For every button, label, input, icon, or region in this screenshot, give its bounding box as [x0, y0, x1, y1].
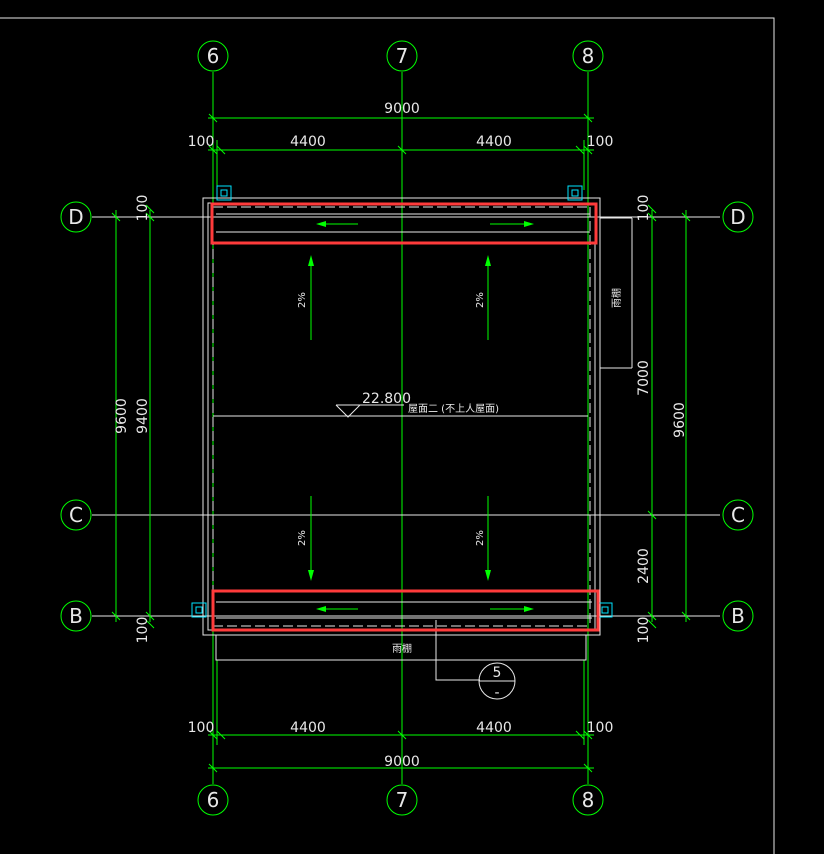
column-marker-top-left[interactable]: [216, 185, 232, 201]
axis-label: 6: [207, 44, 220, 68]
dim-right-lower: 2400: [636, 548, 652, 584]
axis-bubble-left-C[interactable]: C: [60, 499, 92, 531]
gutter-bottom[interactable]: [216, 601, 592, 619]
highlight-box-bottom[interactable]: [211, 589, 600, 632]
dim-top-seg-4: 100: [587, 134, 614, 150]
axis-label: 6: [207, 788, 220, 812]
axis-bubble-right-C[interactable]: C: [722, 499, 754, 531]
canopy-bottom-outline: [215, 634, 587, 661]
dim-bottom-seg-2: 4400: [290, 720, 326, 736]
arrow-down-icon: [308, 570, 314, 581]
dim-top-total: 9000: [384, 101, 420, 117]
grid-lines: [92, 72, 720, 784]
axis-bubble-top-7[interactable]: 7: [386, 40, 418, 72]
axis-bubble-right-D[interactable]: D: [722, 201, 754, 233]
dim-top-seg-3: 4400: [476, 134, 512, 150]
arrow-up-icon: [308, 255, 314, 266]
dimension-top: 9000 100 4400 4400 100: [188, 101, 614, 190]
slope-label: 2%: [297, 292, 308, 308]
arrow-right-icon: [524, 606, 534, 612]
arrow-left-icon: [316, 606, 326, 612]
canopy-label-right: 雨棚: [610, 288, 623, 308]
axis-label: C: [69, 503, 83, 527]
axis-label: 8: [582, 788, 595, 812]
axis-label: 8: [582, 44, 595, 68]
axis-label: C: [731, 503, 745, 527]
axis-label: 7: [396, 44, 409, 68]
detail-sheet: -: [494, 685, 499, 701]
dim-top-seg-2: 4400: [290, 134, 326, 150]
axis-bubble-bottom-6[interactable]: 6: [197, 784, 229, 816]
dim-left-outer: 9600: [114, 398, 130, 434]
dim-right-upper: 7000: [636, 360, 652, 396]
dim-left-inner: 9400: [135, 398, 151, 434]
dim-left-bottom: 100: [135, 617, 151, 644]
highlight-box-top[interactable]: [210, 202, 598, 245]
dim-right-total: 9600: [672, 402, 688, 438]
column-marker-top-right[interactable]: [567, 185, 583, 201]
arrow-right-icon: [524, 221, 534, 227]
viewport-frame: [0, 17, 775, 854]
axis-label: 7: [396, 788, 409, 812]
axis-bubble-right-B[interactable]: B: [722, 600, 754, 632]
slope-label: 2%: [297, 530, 308, 546]
elevation-mark[interactable]: 22.800 屋面二 (不上人屋面): [335, 391, 499, 418]
dim-bottom-total: 9000: [384, 754, 420, 770]
slope-label: 2%: [475, 292, 486, 308]
dim-bottom-seg-4: 100: [587, 720, 614, 736]
axis-bubble-bottom-8[interactable]: 8: [572, 784, 604, 816]
elevation-value: 22.800: [362, 391, 411, 407]
axis-bubble-top-8[interactable]: 8: [572, 40, 604, 72]
axis-label: D: [730, 205, 745, 229]
dim-bottom-seg-1: 100: [188, 720, 215, 736]
column-marker-bottom-left[interactable]: [191, 602, 207, 618]
dim-bottom-seg-3: 4400: [476, 720, 512, 736]
dimension-left: 9600 9400 100 100: [111, 195, 155, 644]
dimension-right: 100 7000 2400 100 9600: [636, 195, 691, 644]
dim-right-bottom: 100: [636, 617, 652, 644]
arrow-left-icon: [316, 221, 326, 227]
arrow-up-icon: [485, 255, 491, 266]
gutter-top[interactable]: [216, 213, 590, 233]
slope-arrows: 2% 2% 2% 2%: [297, 255, 491, 581]
dimension-bottom: 100 4400 4400 100 9000: [188, 660, 614, 773]
axis-bubble-left-B[interactable]: B: [60, 600, 92, 632]
axis-bubble-bottom-7[interactable]: 7: [386, 784, 418, 816]
detail-number: 5: [493, 665, 502, 681]
axis-bubble-left-D[interactable]: D: [60, 201, 92, 233]
canopy-label-bottom: 雨棚: [392, 642, 412, 655]
dim-top-seg-1: 100: [188, 134, 215, 150]
detail-reference[interactable]: 5 -: [435, 620, 516, 701]
slope-label: 2%: [475, 530, 486, 546]
axis-label: D: [68, 205, 83, 229]
axis-label: B: [731, 604, 745, 628]
dim-right-top: 100: [636, 195, 652, 222]
arrow-down-icon: [485, 570, 491, 581]
axis-bubble-top-6[interactable]: 6: [197, 40, 229, 72]
axis-label: B: [69, 604, 83, 628]
roof-label: 屋面二 (不上人屋面): [408, 403, 499, 415]
dim-left-top: 100: [135, 195, 151, 222]
